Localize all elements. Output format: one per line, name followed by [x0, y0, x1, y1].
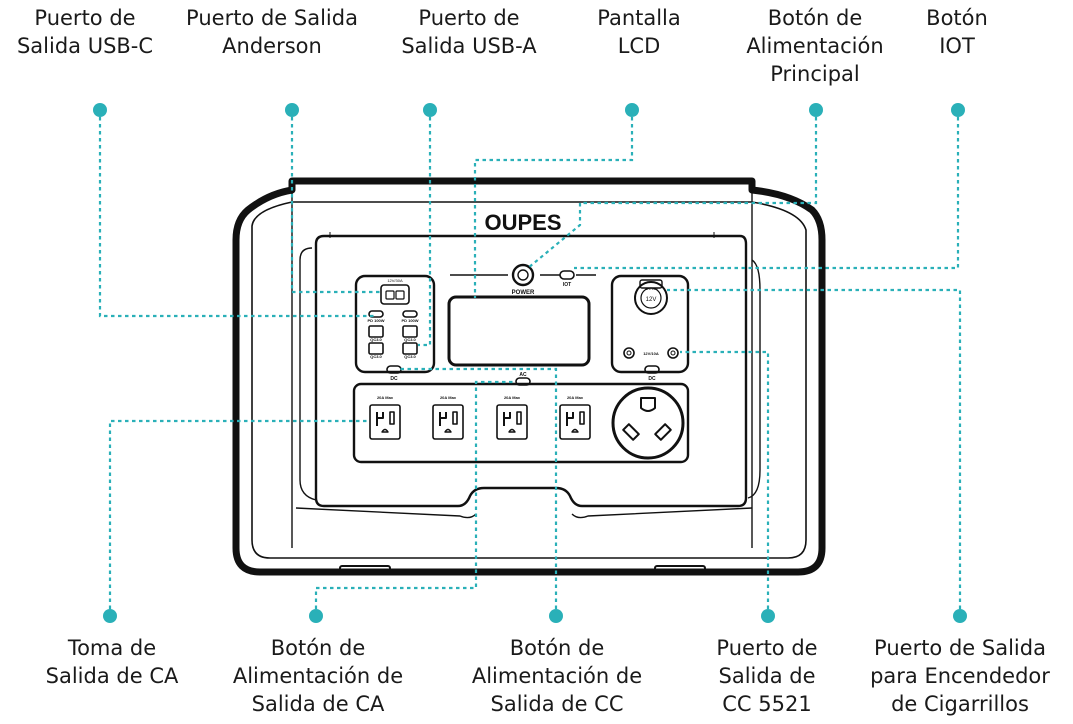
usba-port-3 — [368, 342, 384, 355]
qc2-text: QC3.0 — [404, 337, 416, 342]
dc-text-left: DC — [390, 376, 398, 382]
ac-outlet-3 — [496, 404, 528, 440]
leader-main-power — [527, 110, 818, 269]
outlet-max-2: 20A Max — [440, 395, 457, 400]
usba-port-4 — [402, 342, 418, 355]
leader-anderson — [290, 110, 382, 294]
rv-outlet — [611, 386, 685, 460]
dot-usba — [423, 103, 437, 117]
label-cigarette: Puerto de Salida para Encendedor de Ciga… — [870, 636, 1050, 716]
outlet-max-1: 20A Max — [377, 395, 394, 400]
device-shell — [232, 177, 826, 576]
dot-iot — [951, 103, 965, 117]
anderson-port — [380, 284, 410, 305]
label-main-power: Botón de Alimentación Principal — [746, 6, 884, 86]
leader-ac-power — [314, 380, 516, 616]
label-iot: Botón IOT — [926, 6, 988, 58]
usba-port-1 — [368, 325, 384, 338]
cig-text: 12V — [646, 297, 657, 303]
dot-lcd — [625, 103, 639, 117]
label-usba: Puerto de Salida USB-A — [401, 6, 537, 58]
cig-rating-text: 12V/10A — [644, 287, 658, 291]
usbc-port-2 — [402, 310, 418, 318]
label-dc-power: Botón de Alimentación de Salida de CC — [471, 636, 643, 716]
leader-usba — [418, 110, 432, 347]
dot-dc5521 — [761, 609, 775, 623]
label-anderson: Puerto de Salida Anderson — [186, 6, 358, 58]
ac-text: AC — [519, 372, 527, 378]
iot-button — [559, 270, 575, 280]
dc-text-right: DC — [648, 376, 656, 382]
leader-cigarette — [667, 288, 962, 616]
qc4-text: QC3.0 — [404, 354, 416, 359]
outlet-max-3: 20A Max — [504, 395, 521, 400]
power-text: POWER — [512, 290, 535, 296]
dc5521-text: 12V/10A — [643, 351, 659, 356]
leader-usbc — [98, 110, 376, 318]
label-ac-outlet: Toma de Salida de CA — [45, 636, 179, 688]
dc-power-button — [644, 365, 660, 374]
dot-anderson — [285, 103, 299, 117]
leader-dc-power — [400, 367, 558, 616]
label-dc5521: Puerto de Salida de CC 5521 — [716, 636, 818, 716]
usbc-port-1 — [368, 310, 384, 318]
dot-dc-power — [549, 609, 563, 623]
main-power-button — [511, 263, 535, 287]
leader-lcd — [473, 110, 634, 298]
leader-dc5521 — [680, 350, 770, 616]
device-inner-shell — [251, 201, 807, 559]
ac-outlet-2 — [432, 404, 464, 440]
ac-panel — [352, 382, 690, 464]
leader-dots — [93, 103, 967, 623]
dot-ac-power — [309, 609, 323, 623]
leader-iot — [574, 110, 960, 270]
usb-panel — [354, 274, 436, 374]
cigarette-port — [634, 281, 668, 315]
ac-outlet-4 — [559, 404, 591, 440]
label-ac-power: Botón de Alimentación de Salida de CA — [232, 636, 404, 716]
label-lcd: Pantalla LCD — [597, 6, 681, 58]
dc-panel — [610, 274, 690, 374]
dot-usbc — [93, 103, 107, 117]
pd2-text: PD 100W — [401, 318, 418, 323]
dot-cigarette — [953, 609, 967, 623]
pd1-text: PD 100W — [367, 318, 384, 323]
iot-text: IOT — [563, 282, 571, 288]
dot-ac-outlet — [103, 609, 117, 623]
usba-port-2 — [402, 325, 418, 338]
dot-main-power — [809, 103, 823, 117]
outlet-max-4: 20A Max — [567, 395, 584, 400]
qc1-text: QC3.0 — [370, 337, 382, 342]
brand-logo: OUPES — [484, 210, 561, 235]
dc5521-port-2 — [667, 347, 679, 359]
anderson-text: 12V/30A — [387, 278, 403, 283]
label-usbc: Puerto de Salida USB-C — [16, 6, 154, 58]
lcd-screen — [447, 295, 591, 367]
dc5521-port-1 — [623, 347, 635, 359]
leader-ac-outlet — [108, 419, 370, 616]
qc3-text: QC3.0 — [370, 354, 382, 359]
leader-lines — [98, 110, 962, 616]
ac-outlet-1 — [369, 404, 401, 440]
